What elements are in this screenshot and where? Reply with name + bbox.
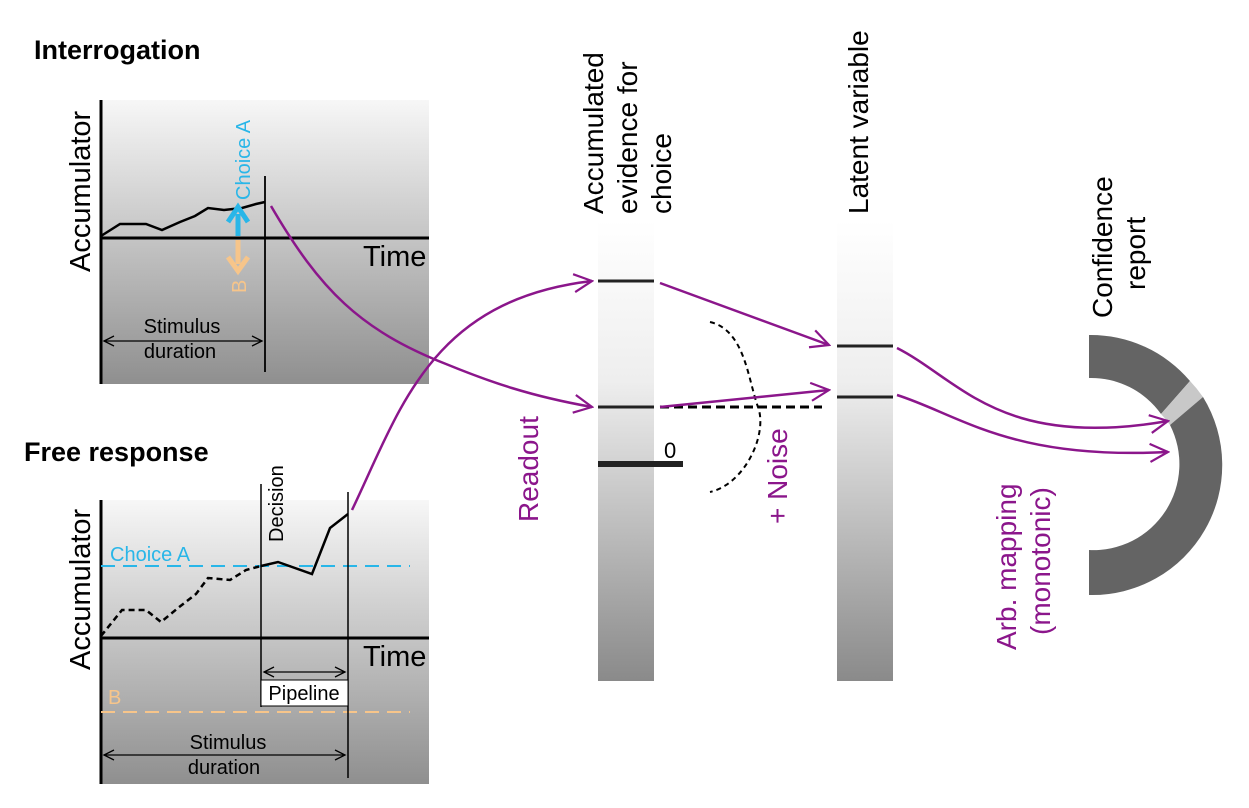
mapping-label-1: Arb. mapping	[991, 483, 1022, 650]
evidence-bar	[598, 220, 654, 681]
gauge-segment-top	[1089, 334, 1190, 414]
mapping-arrow-high	[896, 346, 1168, 428]
decision-label: Decision	[266, 465, 288, 542]
latent-bar	[837, 220, 893, 681]
evidence-zero-label: 0	[664, 438, 676, 463]
free-response-choice-b-label: B	[108, 687, 121, 709]
interrogation-y-label: Accumulator	[65, 110, 97, 272]
noise-curve	[709, 321, 762, 493]
noise-arrow-high	[659, 281, 829, 345]
interrogation-duration-label-1: Stimulus	[144, 316, 221, 338]
confidence-gauge: Confidence report	[1087, 176, 1223, 596]
evidence-title-1: Accumulated	[578, 52, 609, 214]
confidence-title-1: Confidence	[1087, 176, 1118, 318]
free-response-x-label: Time	[363, 641, 426, 673]
free-response-duration-label-2: duration	[188, 757, 260, 779]
pipeline-label-box	[260, 679, 349, 707]
free-response-y-label: Accumulator	[65, 508, 97, 670]
confidence-title-2: report	[1120, 217, 1151, 290]
free-response-panel: Free response Accumulator Time Choice A …	[24, 437, 429, 784]
mapping-label-2: (monotonic)	[1025, 487, 1056, 635]
free-response-trace-pipeline	[260, 513, 349, 576]
free-response-duration-label-1: Stimulus	[190, 732, 267, 754]
mapping-arrow-low	[896, 393, 1168, 453]
choice-b-arrow	[225, 240, 251, 276]
free-response-trace-pre-decision	[100, 564, 262, 637]
evidence-bar-group: Accumulated evidence for choice 0	[578, 52, 683, 681]
interrogation-choice-a-label: Choice A	[233, 119, 255, 200]
noise-label: + Noise	[762, 428, 793, 524]
readout-arrow-free-response	[350, 281, 592, 511]
choice-a-arrow	[225, 202, 251, 236]
latent-bar-group: Latent variable	[837, 30, 893, 681]
gauge-marker	[1161, 381, 1203, 425]
evidence-title-2: evidence for	[612, 61, 643, 214]
free-response-choice-a-label: Choice A	[110, 544, 191, 566]
free-response-title: Free response	[24, 437, 209, 467]
gauge-segment-bottom	[1089, 397, 1223, 596]
interrogation-choice-b-label: B	[229, 280, 251, 293]
readout-arrows	[269, 205, 1168, 511]
interrogation-x-label: Time	[363, 241, 426, 273]
interrogation-title: Interrogation	[34, 35, 201, 65]
free-response-plot-background	[101, 500, 429, 784]
pipeline-label: Pipeline	[268, 683, 339, 705]
interrogation-panel: Interrogation Accumulator Time Choice A …	[34, 35, 429, 384]
readout-label: Readout	[513, 416, 544, 522]
latent-title: Latent variable	[843, 30, 874, 214]
noise-arrow-low	[659, 390, 829, 409]
readout-arrow-interrogation	[269, 205, 592, 407]
evidence-title-3: choice	[646, 133, 677, 214]
interrogation-trace	[100, 200, 266, 238]
interrogation-duration-label-2: duration	[144, 341, 216, 363]
noise-distribution	[660, 321, 822, 493]
